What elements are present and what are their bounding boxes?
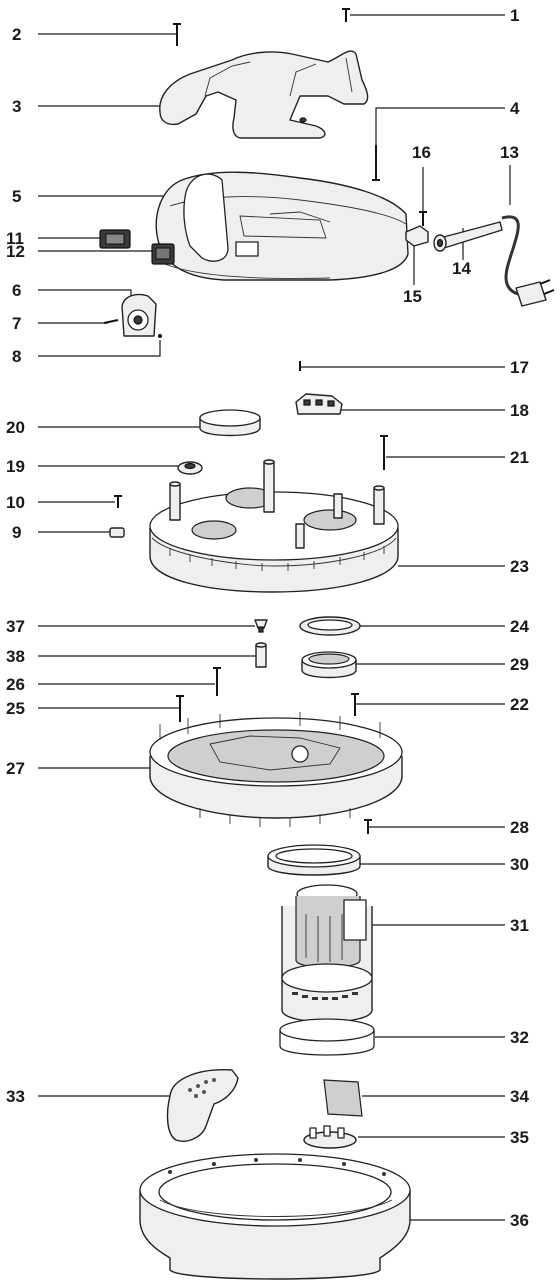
label-10: 10 <box>6 493 25 512</box>
switch-11 <box>99 229 131 249</box>
terminal-block-18 <box>295 393 343 415</box>
label-9: 9 <box>12 523 21 542</box>
label-34: 34 <box>510 1087 529 1106</box>
label-29: 29 <box>510 655 529 674</box>
label-25: 25 <box>6 699 25 718</box>
base-housing-36 <box>139 1153 411 1280</box>
label-3: 3 <box>12 97 21 116</box>
seal-collar-29 <box>301 651 357 679</box>
screw-16 <box>419 211 427 226</box>
label-24: 24 <box>510 617 529 636</box>
label-6: 6 <box>12 281 21 300</box>
screw-22 <box>351 693 359 716</box>
label-38: 38 <box>6 647 25 666</box>
label-28: 28 <box>510 818 529 837</box>
spacer-38 <box>255 642 267 668</box>
label-5: 5 <box>12 187 21 206</box>
label-36: 36 <box>510 1211 529 1230</box>
screw-1 <box>342 8 350 22</box>
pin-8 <box>158 334 162 338</box>
gasket-30 <box>267 844 361 876</box>
label-11: 11 <box>6 229 24 248</box>
label-17: 17 <box>510 358 529 377</box>
label-37: 37 <box>6 617 25 636</box>
label-18: 18 <box>510 401 529 420</box>
screw-7 <box>103 319 119 324</box>
label-35: 35 <box>510 1128 529 1147</box>
switch-12 <box>151 243 175 265</box>
electronics-housing-23 <box>149 459 399 593</box>
label-32: 32 <box>510 1028 529 1047</box>
valve-37 <box>254 619 268 633</box>
gasket-32 <box>279 1018 375 1056</box>
clip-9 <box>109 527 125 538</box>
label-27: 27 <box>6 759 25 778</box>
float-cage-35 <box>303 1125 357 1149</box>
label-15: 15 <box>403 287 422 306</box>
label-13: 13 <box>500 143 519 162</box>
screw-21 <box>380 435 388 470</box>
label-14: 14 <box>452 259 471 278</box>
label-31: 31 <box>510 916 529 935</box>
label-2: 2 <box>12 25 21 44</box>
label-1: 1 <box>510 6 519 25</box>
screw-28 <box>364 819 372 834</box>
label-22: 22 <box>510 695 529 714</box>
screw-4 <box>372 145 380 181</box>
label-20: 20 <box>6 418 25 437</box>
label-12: 12 <box>6 242 25 261</box>
label-26: 26 <box>6 675 25 694</box>
screw-25 <box>176 695 184 722</box>
label-8: 8 <box>12 347 21 366</box>
seal-ring-24 <box>299 616 361 636</box>
foam-pad-34 <box>323 1079 363 1117</box>
latch-clip-33 <box>166 1069 239 1142</box>
screw-2 <box>173 23 181 46</box>
label-21: 21 <box>510 448 529 467</box>
screw-10 <box>114 495 122 508</box>
cable-sleeve-14 <box>433 221 503 252</box>
label-23: 23 <box>510 557 529 576</box>
leader-lines <box>38 14 511 1221</box>
motor-mount-27 <box>149 712 403 827</box>
power-cord-13 <box>501 215 555 307</box>
cable-clamp-15 <box>405 225 429 247</box>
label-16: 16 <box>412 143 431 162</box>
screw-26 <box>213 667 221 696</box>
label-33: 33 <box>6 1087 25 1106</box>
filter-disc-20 <box>199 409 261 437</box>
socket-cover-6 <box>121 293 157 337</box>
label-4: 4 <box>510 99 520 118</box>
label-19: 19 <box>6 457 25 476</box>
label-7: 7 <box>12 314 21 333</box>
motor-31 <box>281 884 373 1023</box>
label-30: 30 <box>510 855 529 874</box>
motor-head-cover-part <box>155 171 409 281</box>
part-labels: 1 2 3 4 5 6 7 8 9 10 11 12 13 14 15 16 1… <box>6 6 529 1230</box>
ring-19 <box>177 461 203 475</box>
handle-part <box>159 50 369 139</box>
